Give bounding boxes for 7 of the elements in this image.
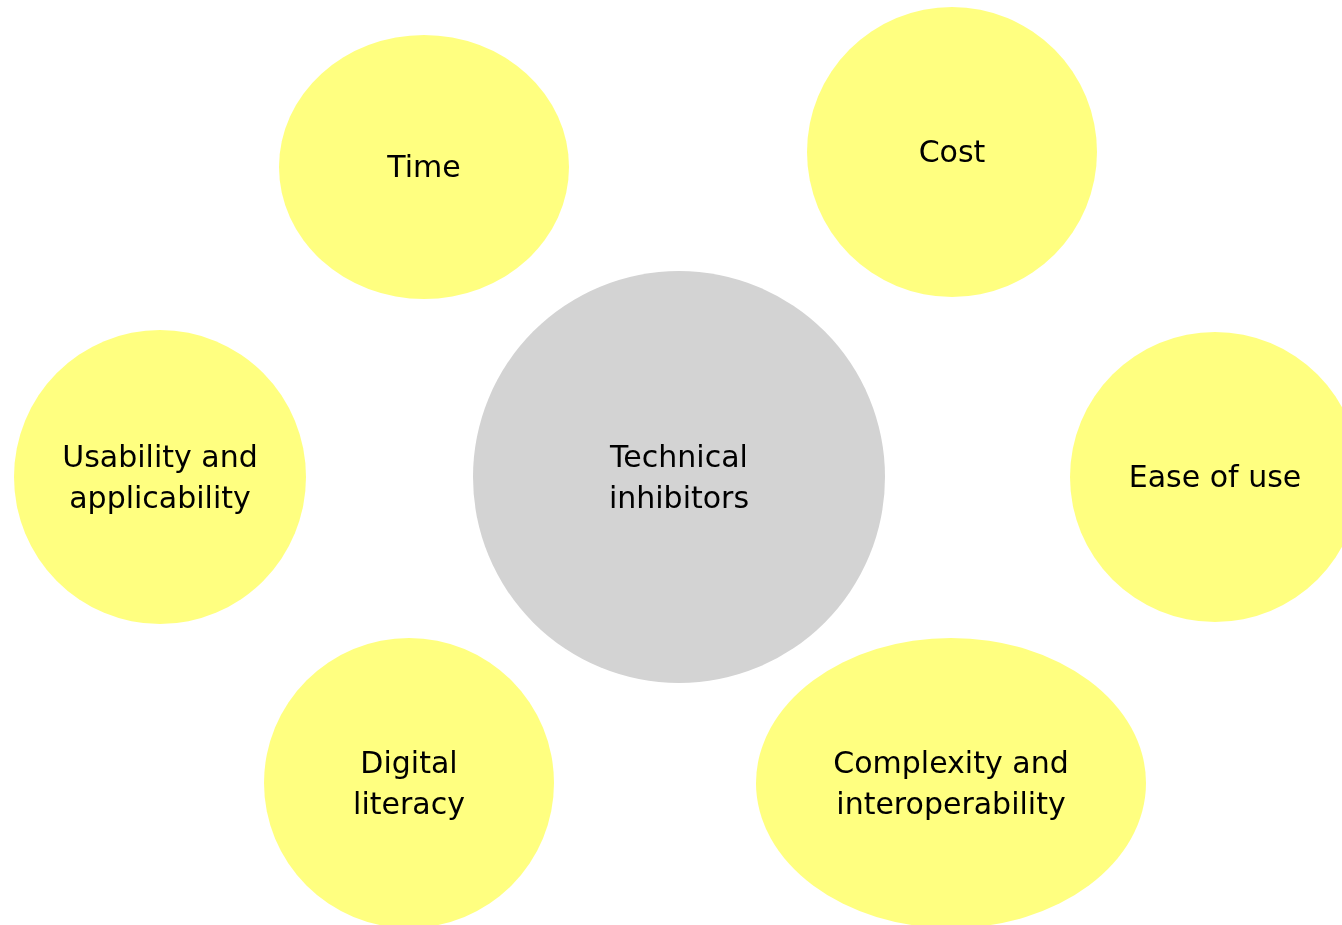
node-label: Technical inhibitors (607, 437, 751, 517)
node-label: Time (386, 148, 462, 187)
node-label: Cost (917, 133, 987, 172)
node-label: Digital literacy (352, 743, 466, 823)
node-label: Ease of use (1127, 458, 1303, 497)
node-label: Usability and applicability (61, 437, 259, 517)
node-label: Complexity and interoperability (832, 743, 1070, 823)
